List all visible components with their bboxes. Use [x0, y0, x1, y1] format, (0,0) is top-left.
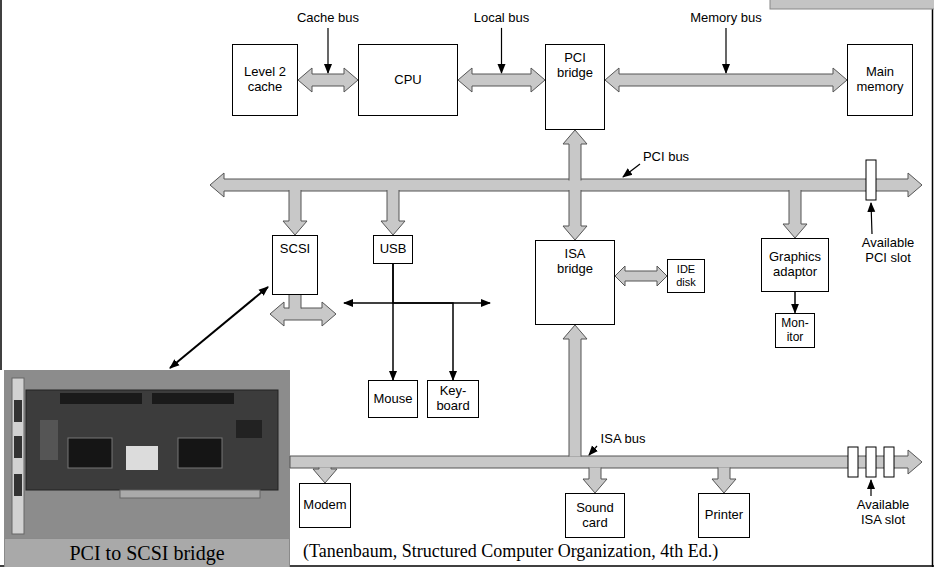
scsi-cable	[301, 295, 302, 309]
pointer-arrow	[170, 287, 268, 368]
card-photo	[4, 370, 290, 540]
leader-arrow	[871, 203, 872, 234]
source-caption: (Tanenbaum, Structured Computer Organiza…	[303, 541, 718, 562]
bus-branch	[381, 190, 405, 235]
box-label: Sound card	[569, 501, 621, 531]
box-label: Modem	[303, 498, 346, 513]
controller-box: SCSI	[272, 235, 318, 295]
leader-arrow	[725, 28, 726, 73]
scsi-cable	[270, 302, 336, 326]
device-box: Mon- itor	[775, 313, 815, 349]
device-box: Key- board	[427, 380, 479, 418]
board-chip	[126, 446, 158, 470]
bracket-port	[14, 400, 22, 422]
bus-branch	[783, 190, 807, 238]
isa-slot	[866, 447, 876, 477]
bus-branch	[563, 130, 587, 181]
leader-arrow	[623, 164, 640, 177]
card-bracket	[12, 378, 24, 534]
isa-slot	[884, 447, 894, 477]
bridge-box: PCI bridge	[545, 44, 605, 130]
box-label: PCI bridge	[549, 51, 601, 81]
board-chip	[68, 438, 112, 468]
bus-label: Available PCI slot	[852, 236, 924, 266]
photo-caption-box: PCI to SCSI bridge	[4, 538, 290, 567]
device-box: Modem	[299, 483, 350, 528]
bracket-port	[14, 474, 22, 496]
disk-box: IDE disk	[667, 259, 705, 292]
box-label: SCSI	[280, 242, 310, 257]
bus-branch	[583, 468, 607, 494]
box-label: ISA bridge	[549, 247, 601, 277]
bus-branch	[563, 190, 587, 240]
bus-label: Memory bus	[689, 11, 763, 26]
bus-arrow	[298, 68, 358, 92]
bus-arrow	[458, 68, 545, 92]
leader-arrow	[589, 446, 597, 455]
box-label: IDE disk	[670, 263, 702, 288]
device-box: Sound card	[565, 493, 625, 538]
bus-label: ISA bus	[598, 432, 648, 447]
board-connector	[60, 393, 142, 404]
box-label: Mon- itor	[778, 317, 812, 345]
box-label: Printer	[705, 508, 743, 523]
frame-line	[932, 0, 934, 567]
circuit-board	[26, 390, 278, 490]
device-box: Mouse	[368, 380, 418, 418]
device-box: Printer	[698, 493, 750, 538]
pci-bus	[210, 173, 922, 197]
connector-arrow	[794, 292, 796, 313]
bus-branch	[563, 325, 587, 457]
bus-branch	[283, 190, 307, 235]
bridge-box: ISA bridge	[535, 240, 615, 325]
header-tab	[770, 0, 934, 9]
cache-box: Level 2 cache	[232, 44, 298, 116]
frame-line	[0, 0, 2, 370]
box-label: Level 2 cache	[237, 65, 293, 95]
bus-arrow	[605, 68, 847, 92]
isa-bus	[290, 450, 922, 474]
scsi-cable	[289, 295, 301, 309]
box-label: Key- board	[430, 384, 476, 414]
box-label: USB	[380, 242, 407, 257]
isa-slot	[848, 447, 858, 477]
board-chip	[40, 420, 58, 460]
box-label: CPU	[394, 73, 421, 88]
scsi-cable	[289, 295, 290, 309]
controller-box: USB	[373, 235, 413, 264]
leader-arrow	[870, 480, 871, 496]
adaptor-box: Graphics adaptor	[761, 238, 829, 292]
box-label: Main memory	[851, 65, 909, 95]
cpu-box: CPU	[358, 44, 458, 116]
box-label: Graphics adaptor	[765, 250, 825, 280]
bus-label: Available ISA slot	[848, 498, 918, 528]
bus-label: PCI bus	[636, 150, 696, 165]
leader-arrow	[501, 28, 502, 73]
bus-arrow	[615, 266, 667, 286]
connector-arrow	[393, 264, 453, 380]
box-label: PCI to SCSI bridge	[69, 542, 224, 565]
bus-branch	[313, 468, 337, 484]
leader-arrow	[327, 28, 328, 73]
edge-fingers	[120, 490, 260, 498]
bus-label: Local bus	[473, 11, 531, 26]
bus-branch	[712, 468, 736, 494]
box-label: Mouse	[373, 392, 412, 407]
pci-slot	[866, 160, 876, 200]
memory-box: Main memory	[847, 44, 913, 116]
board-connector	[152, 393, 234, 404]
board-chip	[178, 438, 222, 468]
bus-label: Cache bus	[296, 11, 360, 26]
bracket-port	[14, 436, 22, 458]
board-chip	[236, 420, 262, 438]
